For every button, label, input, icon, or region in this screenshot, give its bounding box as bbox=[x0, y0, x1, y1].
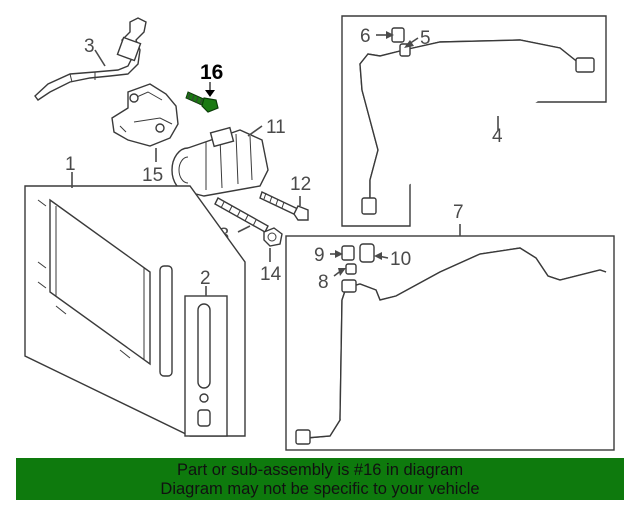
leader-5-arrow bbox=[404, 40, 414, 48]
callout-16: 16 bbox=[200, 61, 223, 84]
part-3-hose bbox=[34, 17, 147, 101]
part-11-compressor bbox=[171, 126, 269, 197]
callout-2: 2 bbox=[200, 268, 211, 289]
leader-13 bbox=[237, 225, 251, 233]
part-2-dryer-panel bbox=[184, 295, 228, 437]
leader-10-arrow bbox=[374, 252, 382, 260]
leader-16-arrow bbox=[205, 90, 215, 97]
part-16-bolt bbox=[185, 91, 219, 113]
leader-3 bbox=[94, 49, 106, 67]
parts-diagram: 3 16 15 11 12 13 bbox=[24, 15, 615, 451]
part-12-bolt bbox=[259, 191, 309, 221]
leader-6-arrow bbox=[386, 31, 394, 39]
leader-8-arrow bbox=[338, 268, 346, 276]
callout-8: 8 bbox=[318, 272, 329, 293]
banner-line-1: Part or sub-assembly is #16 in diagram bbox=[176, 461, 464, 479]
part-15-bracket bbox=[111, 83, 179, 147]
callout-5: 5 bbox=[420, 28, 431, 49]
callout-4: 4 bbox=[492, 126, 503, 147]
info-banner: Part or sub-assembly is #16 in diagram D… bbox=[16, 458, 624, 500]
leader-9-arrow bbox=[335, 250, 343, 258]
part-14-nut bbox=[263, 227, 283, 247]
callout-14: 14 bbox=[260, 264, 282, 285]
callout-3: 3 bbox=[84, 36, 95, 57]
callout-12: 12 bbox=[290, 174, 311, 195]
part-7-discharge-line-panel bbox=[285, 235, 615, 451]
callout-1: 1 bbox=[65, 154, 76, 175]
callout-9: 9 bbox=[314, 245, 325, 266]
callout-7: 7 bbox=[453, 202, 464, 223]
callout-6: 6 bbox=[360, 26, 371, 47]
callout-15: 15 bbox=[142, 165, 163, 186]
callout-10: 10 bbox=[390, 249, 411, 270]
leader-11 bbox=[247, 125, 263, 137]
part-4-suction-line-panel bbox=[341, 15, 607, 227]
callout-11: 11 bbox=[266, 117, 286, 138]
banner-line-2: Diagram may not be specific to your vehi… bbox=[160, 480, 480, 498]
